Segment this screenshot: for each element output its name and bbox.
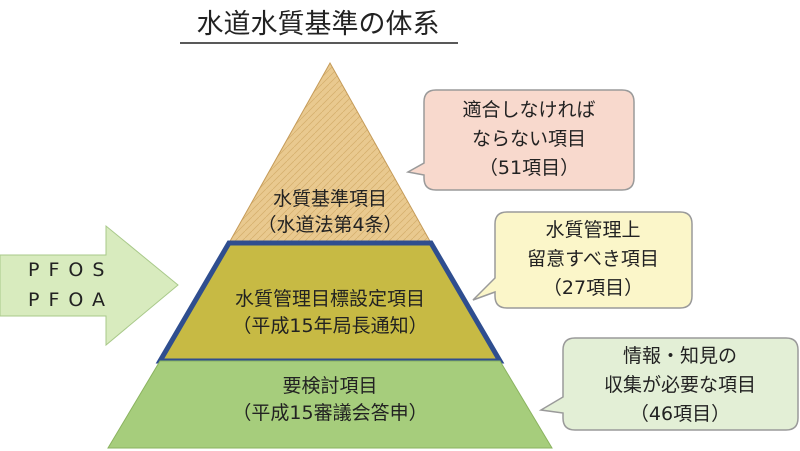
- bubble-bottom-line3: （46項目）: [630, 403, 730, 425]
- bubble-middle-line1: 水質管理上: [545, 219, 640, 241]
- bubble-top-line2: ならない項目: [472, 128, 586, 150]
- tier-bottom-line2: （平成15審議会答申）: [232, 402, 427, 424]
- tier-top-line2: （水道法第4条）: [257, 214, 402, 236]
- tier-top-hatch: [229, 63, 431, 243]
- arrow-label-pfos: PFOS: [28, 259, 113, 281]
- callout-bubble-top: [405, 89, 635, 191]
- bubble-top-line1: 適合しなければ: [462, 99, 595, 121]
- bubble-middle-line3: （27項目）: [543, 277, 643, 299]
- tier-middle-line1: 水質管理目標設定項目: [235, 288, 425, 310]
- tier-top-line1: 水質基準項目: [273, 188, 387, 210]
- tier-bottom-line1: 要検討項目: [282, 375, 377, 397]
- callout-bubble-bottom: [538, 337, 799, 431]
- callout-bubble-middle: [472, 211, 693, 309]
- bubble-bottom-line1: 情報・知見の: [623, 345, 737, 367]
- bubble-middle-line2: 留意すべき項目: [527, 248, 659, 270]
- tier-middle-line2: （平成15年局長通知）: [232, 315, 427, 337]
- arrow-label-pfoa: PFOA: [28, 289, 114, 311]
- diagram-title: 水道水質基準の体系: [197, 9, 440, 40]
- tier-bottom-shape: [107, 360, 553, 449]
- bubble-bottom-line2: 収集が必要な項目: [604, 374, 756, 396]
- bubble-top-line3: （51項目）: [479, 157, 579, 179]
- right-arrow-shape: [0, 224, 179, 347]
